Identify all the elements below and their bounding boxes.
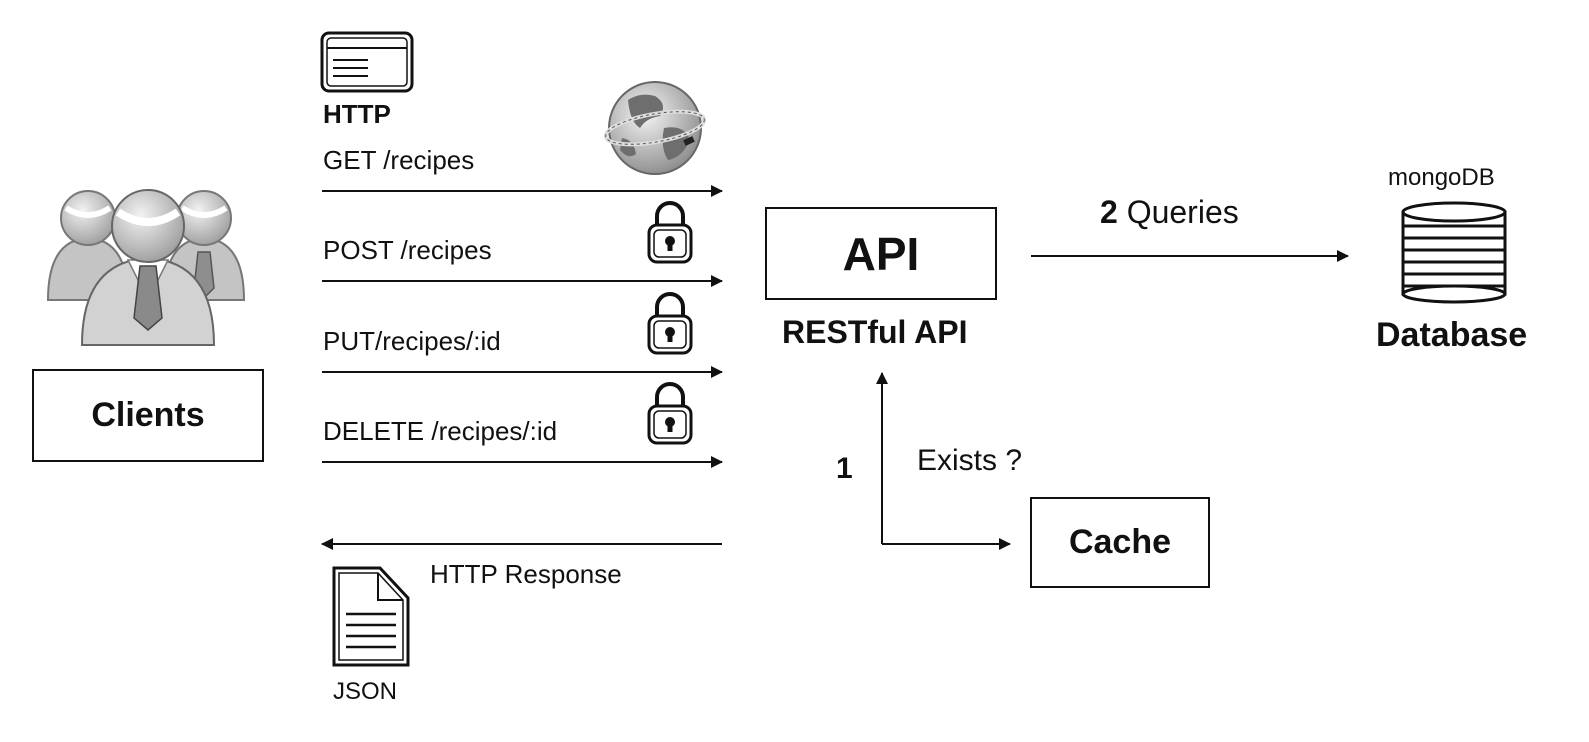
http-title: HTTP [323,99,391,129]
cache-connector [876,372,1011,550]
exists-question-label: Exists ? [917,444,1023,477]
browser-window-icon [320,31,414,93]
api-label: API [842,227,920,280]
clients-label: Clients [91,396,205,434]
globe-icon [603,81,707,175]
cache-step-number: 1 [836,452,853,485]
api-box: API [765,207,997,300]
restful-api-caption: RESTful API [782,314,968,350]
http-response-label: HTTP Response [430,559,622,589]
people-icon [46,189,246,346]
get-recipes-label: GET /recipes [323,145,475,175]
request-arrows [322,185,723,468]
queries-step-number: 2 [1100,194,1118,230]
clients-box: Clients [32,369,264,462]
post-recipes-label: POST /recipes [323,235,492,265]
padlock-icon [647,382,693,445]
database-icon [1401,201,1507,304]
put-recipe-label: PUT/recipes/:id [323,326,501,356]
json-document-icon [332,566,410,667]
json-label: JSON [333,678,398,705]
queries-label-group: 2 Queries [1100,196,1239,228]
padlock-icon [647,292,693,355]
cache-box: Cache [1030,497,1210,588]
queries-label: Queries [1126,194,1239,230]
database-label: Database [1376,316,1528,354]
padlock-icon [647,201,693,264]
cache-label: Cache [1068,523,1172,561]
delete-recipe-label: DELETE /recipes/:id [323,416,558,446]
mongodb-label: mongoDB [1388,164,1495,191]
